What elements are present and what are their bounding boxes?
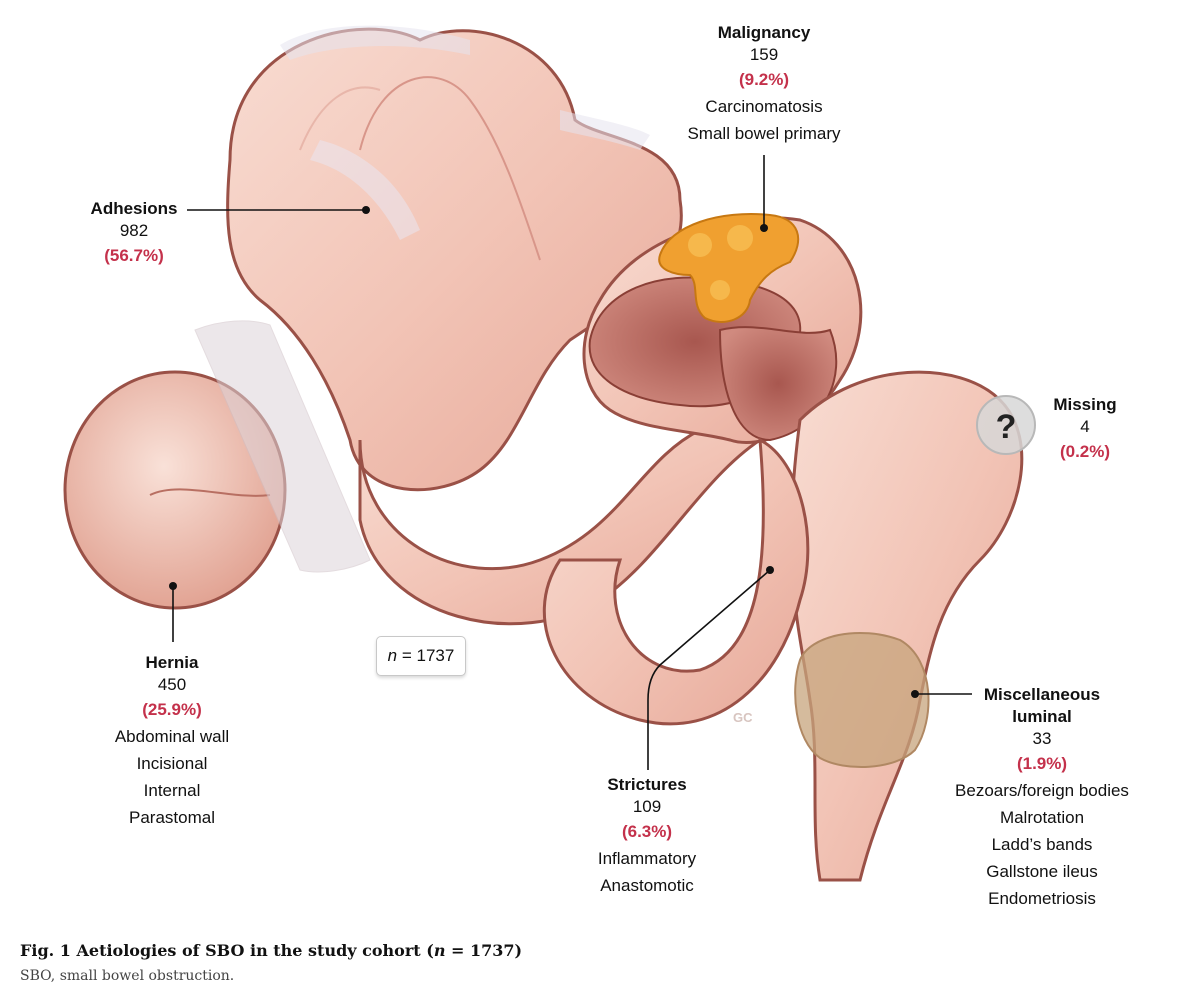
label-misc-luminal: Miscellaneous luminal 33 (1.9%) Bezoars/…	[932, 684, 1152, 912]
caption-fig-number: Fig. 1	[20, 941, 71, 960]
strictures-percent: (6.3%)	[621, 822, 673, 841]
sample-size-value: = 1737	[397, 646, 455, 665]
adhesions-percent: (56.7%)	[104, 246, 164, 265]
figure-caption: Fig. 1 Aetiologies of SBO in the study c…	[20, 940, 522, 990]
strictures-subtype: Inflammatory	[597, 849, 697, 868]
missing-marker: ?	[976, 395, 1036, 455]
strictures-name: Strictures	[607, 775, 687, 794]
misc-subtype: Gallstone ileus	[986, 862, 1098, 881]
artist-mark: GC	[733, 710, 753, 725]
leader-dots	[169, 206, 919, 698]
caption-note: SBO, small bowel obstruction.	[20, 968, 235, 984]
adhesions-count: 982	[119, 221, 149, 240]
sample-size-box: n = 1737	[376, 636, 466, 676]
hernia-count: 450	[157, 675, 187, 694]
hernia-subtype: Internal	[143, 781, 201, 800]
strictures-leader	[647, 569, 771, 770]
misc-subtype: Endometriosis	[988, 889, 1096, 908]
missing-count: 4	[1080, 417, 1090, 436]
missing-name: Missing	[1053, 395, 1117, 414]
malignancy-count: 159	[749, 45, 779, 64]
hernia-name: Hernia	[145, 653, 199, 672]
malignancy-subtype: Small bowel primary	[687, 124, 841, 143]
misc-subtype: Bezoars/foreign bodies	[955, 781, 1129, 800]
caption-title: Fig. 1 Aetiologies of SBO in the study c…	[20, 940, 522, 962]
tumor-mass	[658, 213, 800, 323]
misc-name-line1: Miscellaneous	[983, 685, 1101, 704]
misc-count: 33	[1032, 729, 1052, 748]
malignancy-subtype: Carcinomatosis	[705, 97, 823, 116]
question-mark-icon: ?	[996, 408, 1017, 446]
sample-size-variable: n	[387, 646, 398, 665]
misc-subtype: Ladd’s bands	[991, 835, 1093, 854]
strictures-subtype: Anastomotic	[600, 876, 694, 895]
missing-percent: (0.2%)	[1059, 442, 1111, 461]
caption-title-end: = 1737)	[445, 941, 523, 960]
label-strictures: Strictures 109 (6.3%) Inflammatory Anast…	[572, 774, 722, 899]
malignancy-name: Malignancy	[717, 23, 811, 42]
strictures-count: 109	[632, 797, 662, 816]
bezoar-mass	[794, 632, 930, 768]
leader-lines	[172, 155, 972, 770]
caption-title-text: Aetiologies of SBO in the study cohort (	[70, 941, 434, 960]
label-missing: Missing 4 (0.2%)	[1035, 394, 1135, 465]
label-hernia: Hernia 450 (25.9%) Abdominal wall Incisi…	[92, 652, 252, 831]
hernia-subtype: Incisional	[136, 754, 208, 773]
misc-percent: (1.9%)	[1016, 754, 1068, 773]
hernia-percent: (25.9%)	[142, 700, 202, 719]
label-malignancy: Malignancy 159 (9.2%) Carcinomatosis Sma…	[664, 22, 864, 147]
adhesion-bands	[194, 25, 650, 573]
adhesions-name: Adhesions	[90, 199, 178, 218]
malignancy-percent: (9.2%)	[738, 70, 790, 89]
label-adhesions: Adhesions 982 (56.7%)	[74, 198, 194, 269]
misc-subtype: Malrotation	[999, 808, 1085, 827]
caption-n-variable: n	[433, 941, 446, 960]
misc-name-line2: luminal	[1012, 707, 1072, 726]
hernia-subtype: Abdominal wall	[114, 727, 230, 746]
hernia-subtype: Parastomal	[129, 808, 215, 827]
